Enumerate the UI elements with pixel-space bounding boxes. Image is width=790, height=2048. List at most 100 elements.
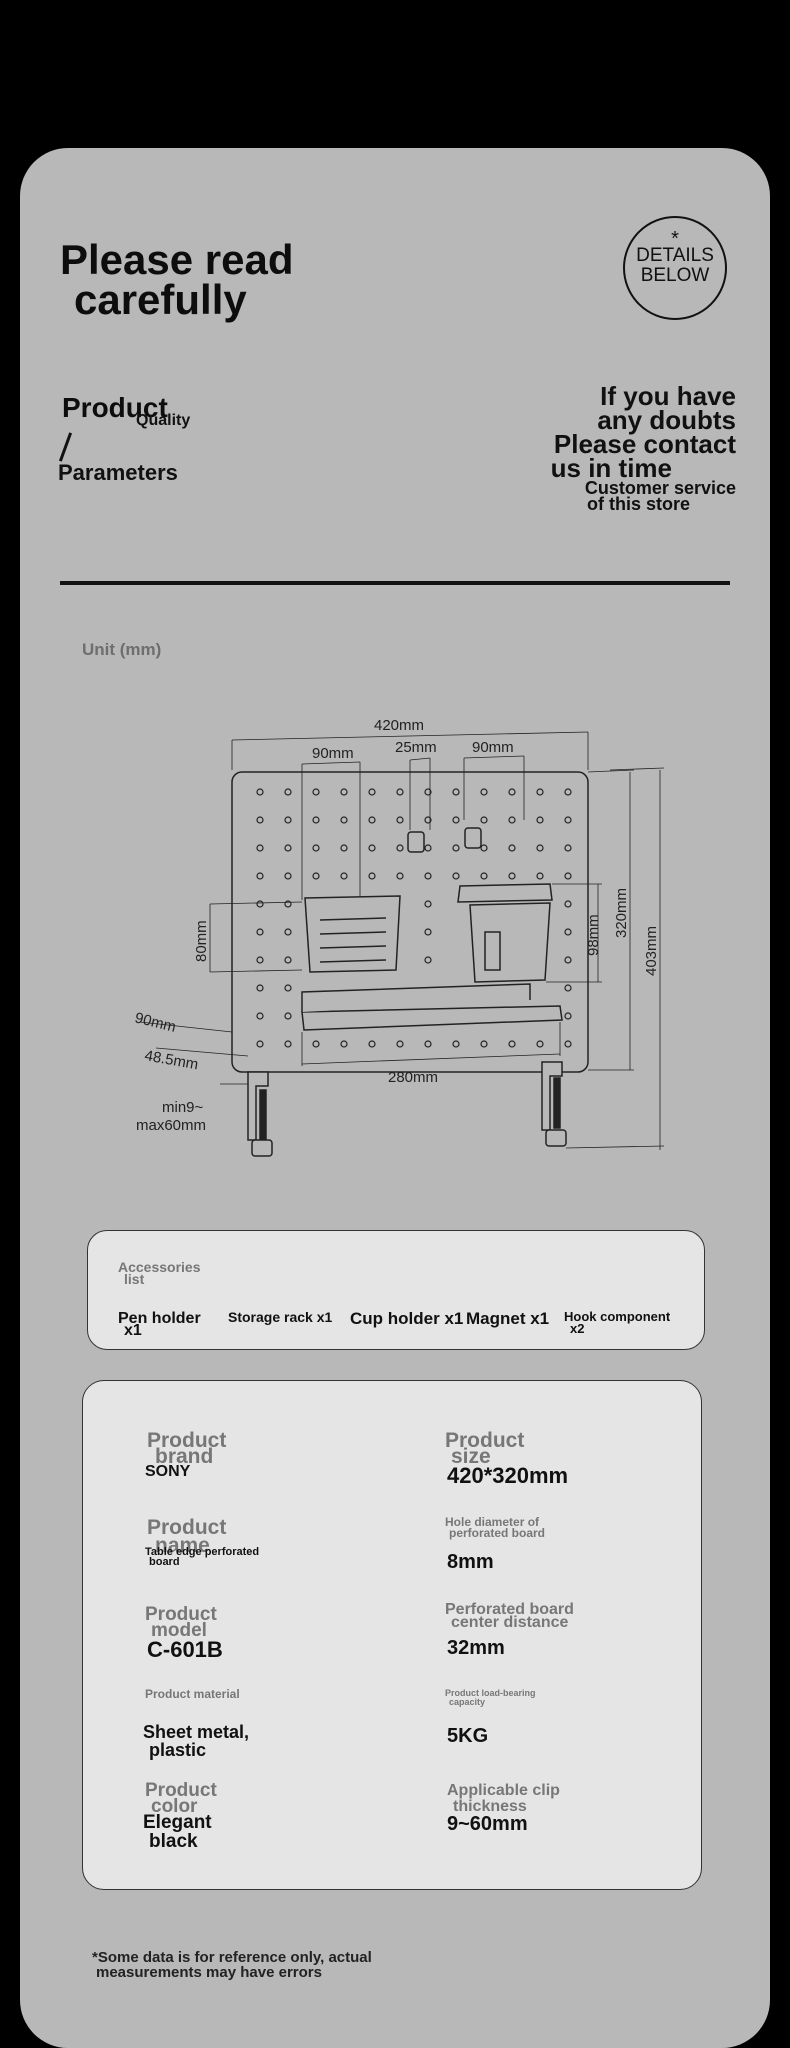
board-hole <box>424 788 432 796</box>
dim-total-height: 403mm <box>643 926 660 976</box>
board-hole <box>256 816 264 824</box>
board-hole <box>340 872 348 880</box>
product-heading: Product <box>62 392 168 423</box>
board-hole <box>508 844 516 852</box>
board-hole <box>256 928 264 936</box>
material-value: Sheet metal, plastic <box>143 1722 250 1760</box>
board-hole <box>424 872 432 880</box>
accessory-item: Storage rack x1 <box>228 1309 333 1325</box>
hole-value: 8mm <box>447 1551 494 1573</box>
board-hole <box>536 872 544 880</box>
board-hole <box>256 984 264 992</box>
brand-label: Product brand <box>147 1429 227 1468</box>
dim-clip-min: min9~ <box>162 1099 204 1116</box>
board-hole <box>396 816 404 824</box>
dim-width: 420mm <box>374 717 424 734</box>
dim-clip-max: max60mm <box>136 1117 206 1134</box>
model-label: Product model <box>145 1604 217 1641</box>
board-hole <box>340 816 348 824</box>
board-hole <box>424 1040 432 1048</box>
board-hole <box>312 872 320 880</box>
board-hole <box>452 816 460 824</box>
accessories-title: Accessories list <box>118 1259 201 1287</box>
board-hole <box>508 816 516 824</box>
board-hole <box>396 872 404 880</box>
parameters-heading: Parameters <box>58 460 178 485</box>
board-hole <box>368 844 376 852</box>
board-hole <box>424 816 432 824</box>
color-label: Product color <box>145 1780 217 1817</box>
page-title: Please read carefully <box>60 236 294 323</box>
board-hole <box>452 788 460 796</box>
pen-holder <box>304 895 401 973</box>
board-hole <box>480 816 488 824</box>
board-hole <box>480 844 488 852</box>
board-hole <box>284 1040 292 1048</box>
board-hole <box>340 844 348 852</box>
board-hole <box>256 844 264 852</box>
brand-value: SONY <box>145 1463 191 1480</box>
parameters-panel: Product brand SONY Product name Table ed… <box>82 1380 702 1890</box>
board-hole <box>368 816 376 824</box>
board-hole <box>368 872 376 880</box>
name-label: Product name <box>147 1516 227 1557</box>
contact-notice: If you have any doubts Please contact us… <box>550 381 736 514</box>
board-hole <box>256 900 264 908</box>
board-hole <box>396 788 404 796</box>
board-hole <box>564 788 572 796</box>
board-hole <box>368 788 376 796</box>
board-hole <box>536 844 544 852</box>
center-distance-label: Perforated board center distance <box>445 1601 574 1631</box>
cup-holder <box>457 883 553 983</box>
board-hole <box>424 928 432 936</box>
board-hole <box>284 788 292 796</box>
board-hole <box>396 844 404 852</box>
board-hole <box>312 844 320 852</box>
board-hole <box>312 788 320 796</box>
board-hole <box>424 900 432 908</box>
board-hole <box>536 816 544 824</box>
clamps <box>247 1061 567 1157</box>
board-hole <box>564 872 572 880</box>
board-hole <box>452 1040 460 1048</box>
board-hole <box>312 816 320 824</box>
name-value: Table edge perforated board <box>145 1546 260 1568</box>
dim-depth1: 90mm <box>133 1009 178 1036</box>
board-hole <box>396 1040 404 1048</box>
board-hole <box>284 956 292 964</box>
board-hole <box>508 788 516 796</box>
board-hole <box>564 928 572 936</box>
model-value: C-601B <box>147 1637 223 1662</box>
board-hole <box>284 816 292 824</box>
board-hole <box>480 788 488 796</box>
board-hole <box>256 872 264 880</box>
material-label: Product material <box>145 1687 240 1701</box>
board-hole <box>256 1012 264 1020</box>
hole-label: Hole diameter of perforated board <box>445 1515 546 1540</box>
details-badge: * DETAILS BELOW <box>623 216 727 320</box>
section-divider <box>60 581 730 585</box>
board-hole <box>424 844 432 852</box>
dim-cup-height: 98mm <box>585 914 602 956</box>
center-distance-value: 32mm <box>447 1637 505 1659</box>
size-label: Product size <box>445 1429 525 1468</box>
board-hole <box>452 844 460 852</box>
board-hole <box>536 1040 544 1048</box>
board-hole <box>452 872 460 880</box>
board-hole <box>368 1040 376 1048</box>
accessory-item: Pen holder x1 <box>118 1310 201 1339</box>
dim-holder-height: 80mm <box>193 920 210 962</box>
load-value: 5KG <box>447 1725 489 1747</box>
board-holes <box>256 788 572 1048</box>
dim-rack: 280mm <box>388 1069 438 1086</box>
board-hole <box>564 816 572 824</box>
load-label: Product load-bearing capacity <box>445 1688 536 1707</box>
dim-right-holder: 90mm <box>472 739 514 756</box>
board-hole <box>564 844 572 852</box>
accessory-item: Magnet x1 <box>466 1309 550 1328</box>
board-hole <box>424 956 432 964</box>
board-hole <box>564 984 572 992</box>
storage-rack <box>301 983 563 1031</box>
disclaimer-note: *Some data is for reference only, actual… <box>92 1949 372 1981</box>
clip-label: Applicable clip thickness <box>447 1782 560 1815</box>
